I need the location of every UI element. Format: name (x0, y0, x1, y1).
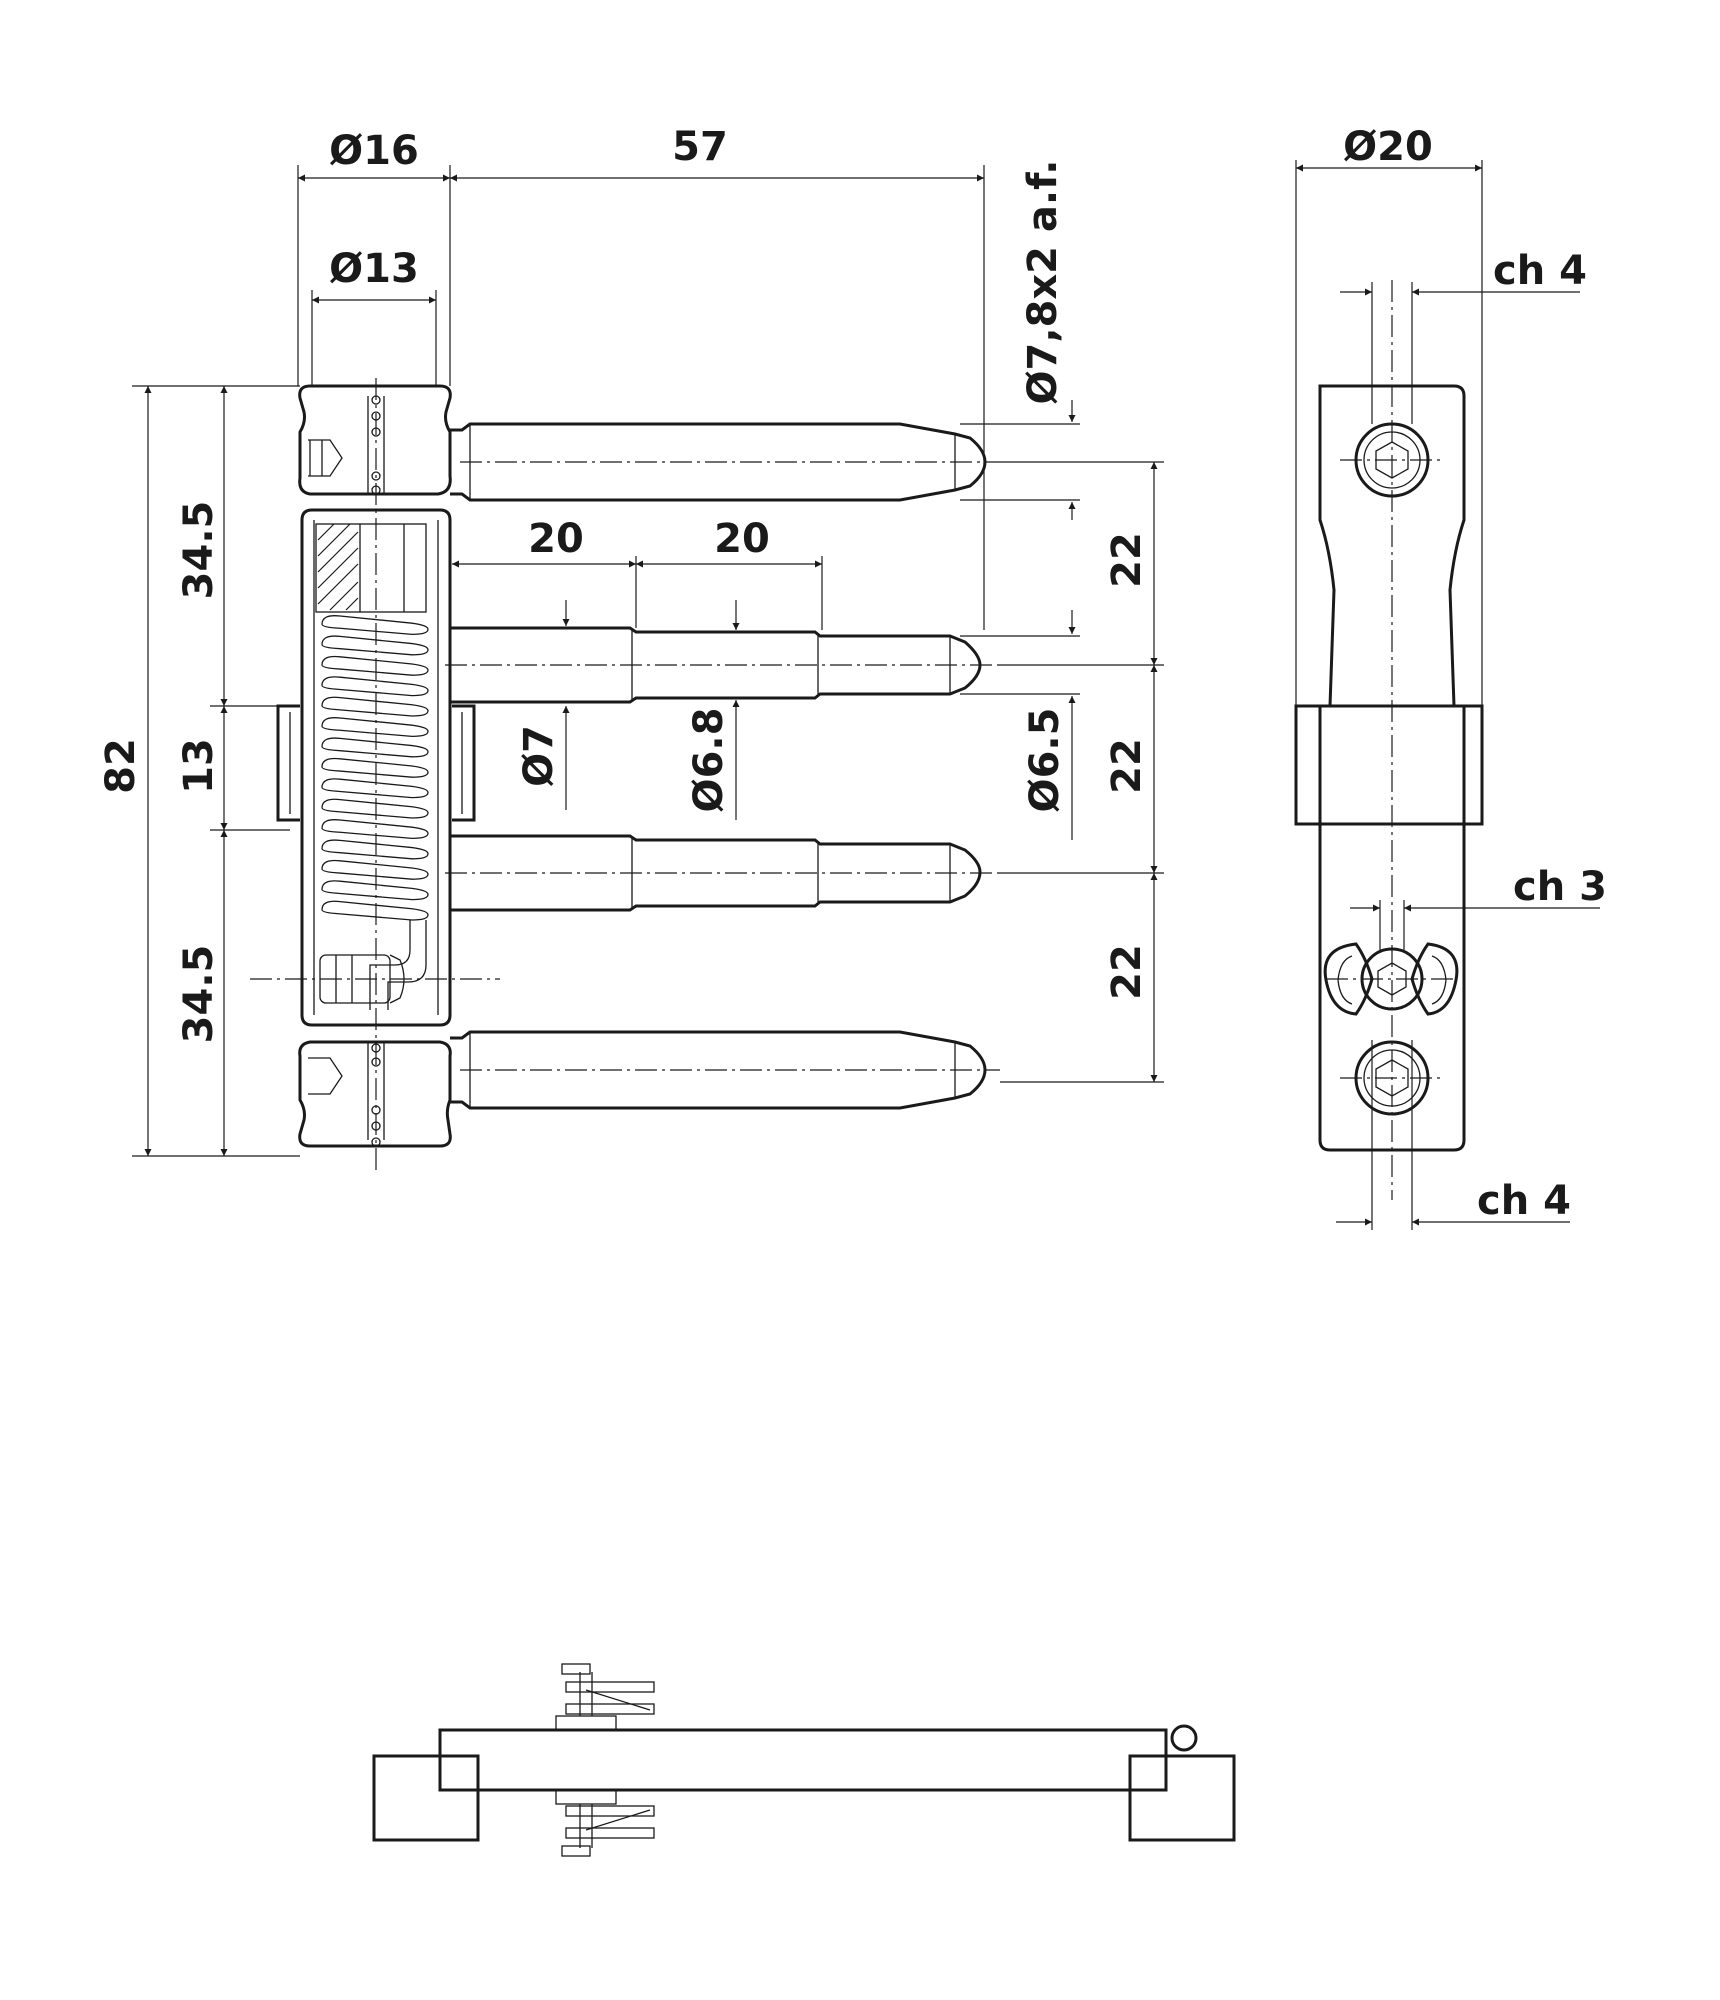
dim-d7: Ø7 (516, 725, 562, 787)
dim-ch4-bottom: ch 4 (1477, 1178, 1571, 1224)
dim-57: 57 (672, 124, 728, 170)
dim-d65: Ø6.5 (1022, 708, 1068, 813)
pin-2[interactable] (445, 626, 1000, 704)
spring-housing (250, 508, 500, 1027)
dim-ch3: ch 3 (1513, 864, 1607, 910)
spring-coil (321, 737, 429, 758)
plan-view (372, 1663, 1236, 1857)
pin-3[interactable] (445, 834, 1000, 912)
spring-coil (321, 635, 429, 656)
dim-pitch-1: 22 (1104, 532, 1150, 588)
dim-height-13: 13 (176, 738, 222, 794)
dimension-lines (132, 165, 1164, 1157)
coil-spring[interactable] (321, 615, 429, 921)
spring-coil (321, 859, 429, 880)
dim-ch4-top: ch 4 (1493, 248, 1587, 294)
side-view: Ø20 ch 4 ch 3 ch 4 (1294, 124, 1607, 1230)
bottom-knuckle (298, 1040, 452, 1148)
spring-coil (321, 615, 429, 636)
spring-coil (321, 696, 429, 717)
dim-d20: Ø20 (1343, 124, 1433, 170)
left-leaf-block (372, 1754, 480, 1842)
collar (1294, 704, 1484, 826)
hatch-top (317, 523, 359, 611)
dim-d68: Ø6.8 (686, 708, 732, 813)
spring-coil (321, 839, 429, 860)
pin-4[interactable] (450, 1030, 1000, 1110)
spring-coil (321, 778, 429, 799)
dim-d16: Ø16 (329, 128, 419, 174)
spring-coil (321, 900, 429, 921)
top-hex-screw[interactable] (1340, 422, 1444, 498)
dim-step-2: 20 (714, 516, 770, 562)
spring-coil (321, 717, 429, 738)
dim-step-1: 20 (528, 516, 584, 562)
spring-coil (321, 655, 429, 676)
pin-1[interactable] (450, 422, 1000, 502)
dim-height-34-5-top: 34.5 (176, 501, 222, 600)
dim-pitch-2: 22 (1104, 738, 1150, 794)
middle-adjust-screw[interactable] (1323, 942, 1459, 1016)
spring-coil (321, 798, 429, 819)
spring-coil (321, 676, 429, 697)
dim-af: Ø7,8x2 a.f. (1020, 159, 1066, 404)
right-leaf-block (1128, 1754, 1236, 1842)
pivot-circle (1170, 1724, 1198, 1752)
side-dimension-lines (1295, 160, 1600, 1230)
front-view: Ø16 57 Ø13 Ø7,8x2 a.f. 20 20 Ø7 Ø6.8 Ø6.… (98, 124, 1164, 1170)
bottom-fitting (555, 1789, 655, 1857)
dim-d13: Ø13 (329, 246, 419, 292)
spring-coil (321, 757, 429, 778)
dim-pitch-3: 22 (1104, 944, 1150, 1000)
spring-coil (321, 819, 429, 840)
dim-height-82: 82 (98, 738, 144, 794)
dim-height-34-5-bottom: 34.5 (176, 945, 222, 1044)
top-fitting (555, 1663, 655, 1731)
hinge-bar (438, 1728, 1168, 1792)
bottom-hex-screw[interactable] (1340, 1040, 1444, 1116)
spring-coil (321, 880, 429, 901)
